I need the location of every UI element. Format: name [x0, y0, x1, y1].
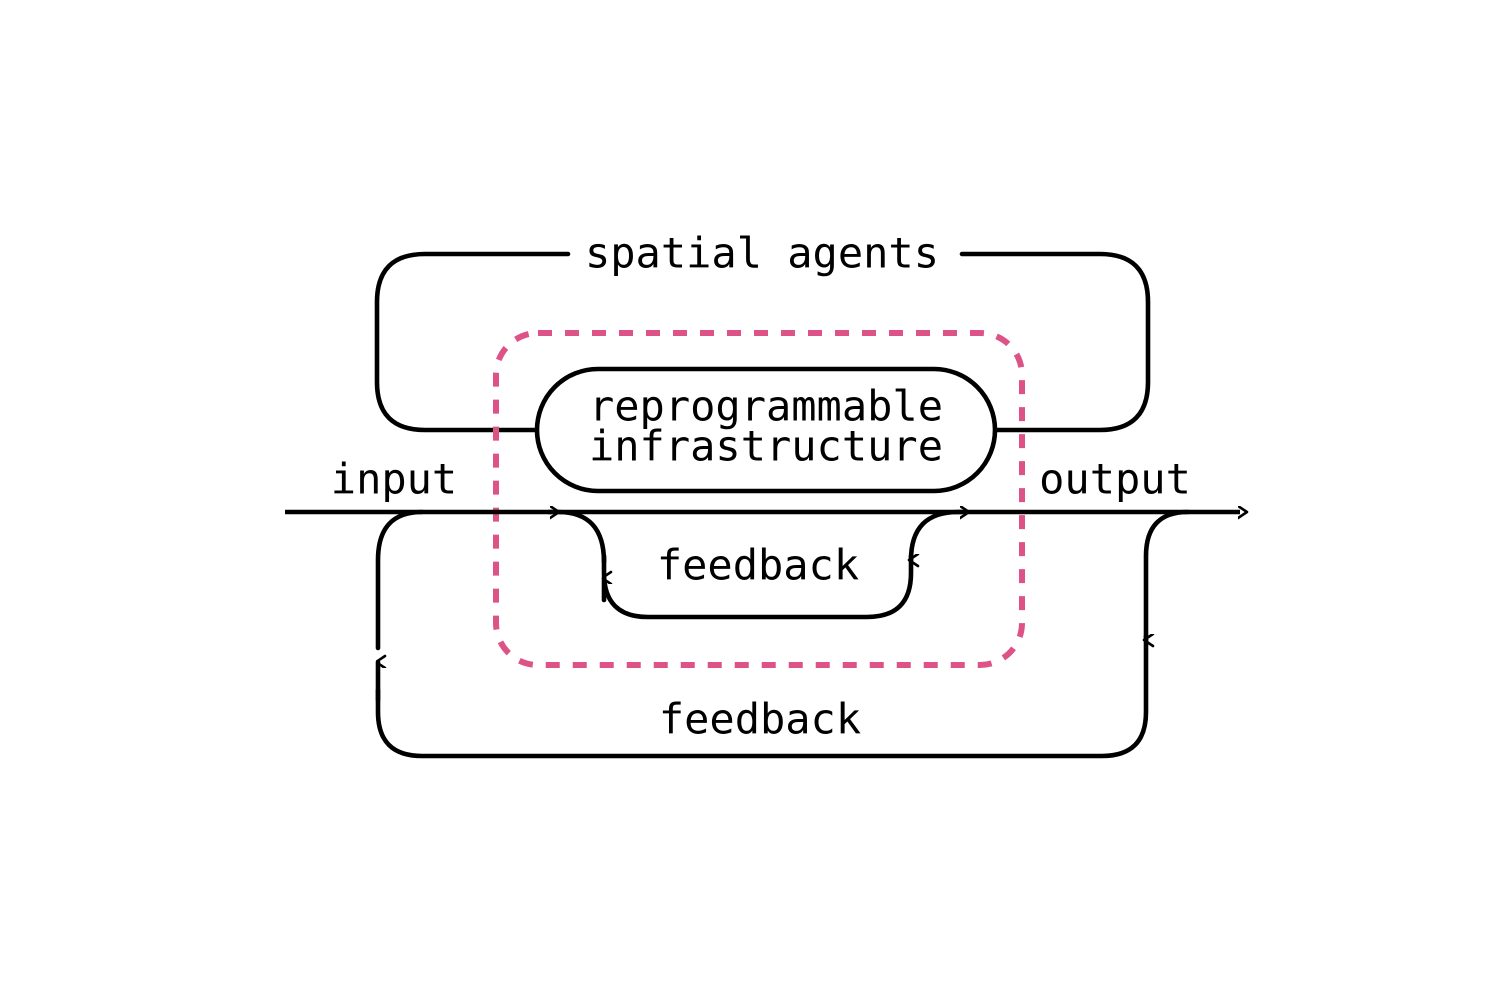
- inner-feedback-return-path: [555, 509, 607, 565]
- boundary-dashed-box: [493, 330, 1025, 668]
- main-signal-line: input output: [285, 455, 1240, 513]
- inner-feedback-label: feedback: [657, 541, 859, 590]
- output-label: output: [1039, 455, 1191, 504]
- outer-feedback-return-path: [375, 509, 425, 651]
- outer-feedback-loop: feedback: [375, 509, 1191, 759]
- inner-feedback-loop-path: [601, 553, 914, 620]
- spatial-agents-loop: spatial agents: [374, 229, 1151, 433]
- inner-feedback-tap-right: [911, 509, 961, 560]
- outer-feedback-label: feedback: [659, 695, 861, 744]
- outer-feedback-tap-right: [1146, 509, 1191, 640]
- input-label: input: [331, 455, 457, 504]
- spatial-agents-loop-right-path: [959, 251, 1151, 433]
- reprogrammable-infrastructure-label-line1: reprogrammable: [589, 382, 943, 431]
- boundary-dashed-outline: [493, 330, 1025, 668]
- reprogrammable-infrastructure-shape: [534, 366, 998, 494]
- spatial-agents-label: spatial agents: [585, 229, 939, 278]
- spatial-agents-loop-left-path: [374, 251, 571, 433]
- outer-feedback-loop-path: [375, 633, 1149, 759]
- reprogrammable-infrastructure-label-line2: infrastructure: [589, 422, 943, 471]
- inner-feedback-loop: feedback: [555, 509, 961, 620]
- reprogrammable-infrastructure-node: reprogrammable infrastructure: [534, 366, 998, 494]
